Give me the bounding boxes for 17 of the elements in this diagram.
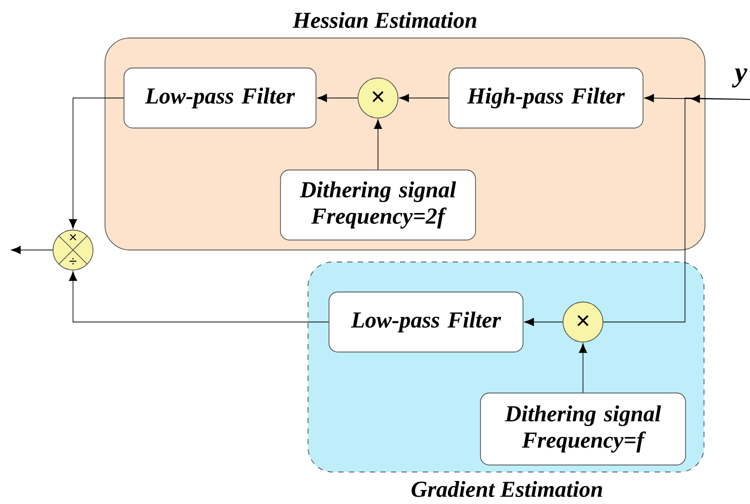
arrow — [644, 94, 750, 103]
arrow — [374, 119, 382, 170]
process-box: Dithering signal Frequency=2f — [280, 170, 476, 240]
signal-label: y — [732, 68, 748, 88]
process-box: Low-pass Filter — [328, 292, 524, 352]
arrow — [317, 94, 358, 102]
arrow — [399, 94, 449, 102]
group-title: Hessian Estimation — [292, 12, 476, 28]
arrow — [11, 246, 53, 254]
arrow — [68, 98, 124, 229]
process-box: Dithering signal Frequency=f — [480, 392, 686, 466]
group-title: Gradient Estimation — [412, 480, 602, 498]
arrow — [524, 318, 563, 326]
process-box: Low-pass Filter — [124, 68, 316, 128]
arrow — [578, 343, 588, 393]
process-box: High-pass Filter — [448, 68, 644, 128]
arrow — [68, 271, 329, 322]
